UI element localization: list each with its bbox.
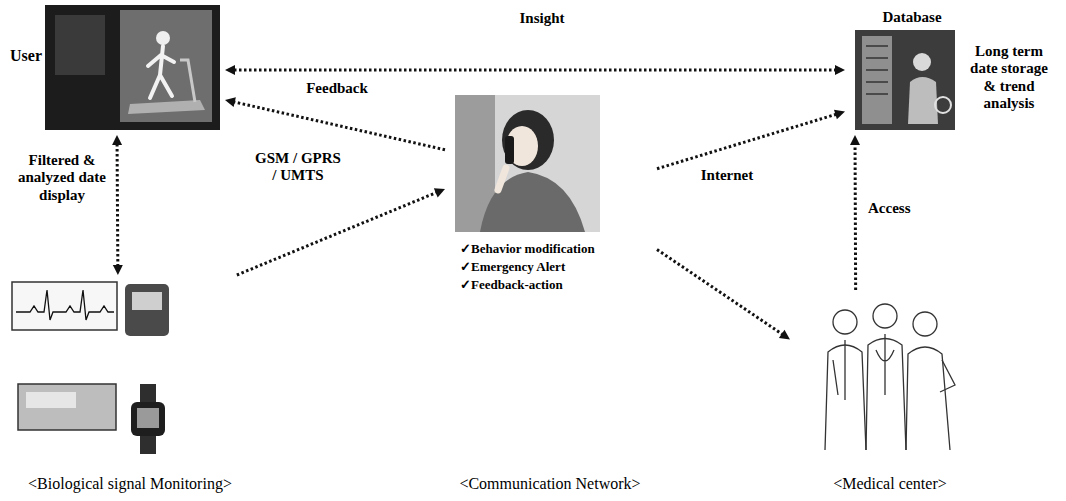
node-label: User [10, 47, 54, 65]
dotted-line [657, 114, 836, 169]
node-title: Database [867, 9, 957, 26]
photo-wall [120, 10, 212, 122]
sensor-device [125, 284, 169, 336]
watch-case [131, 402, 165, 436]
edge-label: Internet [690, 167, 764, 184]
node-caption: <Medical center> [790, 475, 990, 493]
dial-icon [935, 97, 951, 113]
shoulders [480, 172, 585, 232]
node-caption: <Communication Network> [445, 475, 655, 493]
dotted-connector [657, 110, 845, 169]
doctor-head [913, 312, 937, 336]
dotted-line [234, 69, 836, 72]
network-node: ✓Behavior modification ✓Emergency Alert ✓F… [445, 92, 657, 496]
treadmill-belt [128, 100, 205, 114]
watch-face [137, 408, 159, 428]
phone [505, 136, 514, 164]
ecg-trace [16, 290, 114, 320]
dotted-connector [657, 250, 790, 340]
dotted-connector [112, 135, 123, 275]
check-item: ✓Behavior modification [460, 242, 655, 257]
dotted-connector [850, 135, 860, 290]
doctor-head [873, 304, 897, 328]
arrow-head [835, 65, 845, 75]
node-caption: <Biological signal Monitoring> [5, 475, 255, 493]
arrow-head [834, 110, 845, 120]
user-node: User [10, 5, 225, 135]
edge-label: GSM / GPRS / UMTS [250, 150, 346, 185]
dotted-connector [225, 65, 845, 75]
arrow-head [225, 97, 236, 107]
photo-ground [455, 95, 600, 232]
runner-body [148, 46, 174, 98]
medical-node: <Medical center> [790, 290, 992, 496]
edge-label: Insight [505, 10, 579, 27]
edge-label: Feedback [295, 80, 379, 97]
dotted-line [657, 250, 783, 335]
dotted-line [116, 144, 120, 266]
device-screen [132, 292, 162, 310]
check-item: ✓Feedback-action [460, 278, 655, 293]
photo-shadow [55, 15, 105, 75]
check-item: ✓Emergency Alert [460, 260, 655, 275]
face [506, 126, 538, 166]
dotted-connector [237, 188, 445, 275]
photo-ground [45, 5, 220, 130]
arrow-head [779, 330, 790, 340]
doctor-arm [940, 360, 955, 392]
server-rack [862, 36, 892, 124]
arm [498, 168, 506, 190]
dotted-line [234, 102, 445, 150]
medical-staff-drawing [825, 304, 955, 450]
edge-label: Access [866, 200, 940, 217]
box-display [26, 392, 76, 408]
node-description: Long term date storage & trend analysis [963, 43, 1055, 112]
database-photo [855, 30, 955, 130]
runner-head [156, 31, 170, 45]
dotted-line [854, 144, 858, 290]
ecg-monitor [12, 282, 117, 330]
arrow-head [850, 135, 860, 145]
database-node: DatabaseLong term date storage & trend a… [845, 5, 1060, 135]
photo-ground [855, 30, 955, 130]
dotted-connector [225, 97, 445, 150]
rack-slots [866, 46, 888, 94]
stethoscope [876, 334, 894, 395]
dotted-line [237, 192, 437, 275]
hair [502, 110, 554, 170]
doctor-coat [833, 340, 845, 400]
person-head [913, 53, 931, 71]
edge-label: Filtered & analyzed date display [12, 152, 112, 204]
doctor-head [833, 310, 857, 334]
arrow-head [225, 65, 235, 75]
arrow-head [112, 135, 122, 145]
user-photo [45, 5, 220, 130]
arrow-head [434, 188, 445, 197]
monitoring-devices [12, 282, 169, 454]
doctor-body [866, 339, 906, 451]
treadmill-rail [180, 60, 195, 102]
arrow-head [113, 265, 123, 275]
monitoring-node: <Biological signal Monitoring> [5, 275, 257, 496]
person-body [908, 77, 938, 124]
monitor-box [18, 384, 116, 430]
network-photo [455, 95, 600, 232]
